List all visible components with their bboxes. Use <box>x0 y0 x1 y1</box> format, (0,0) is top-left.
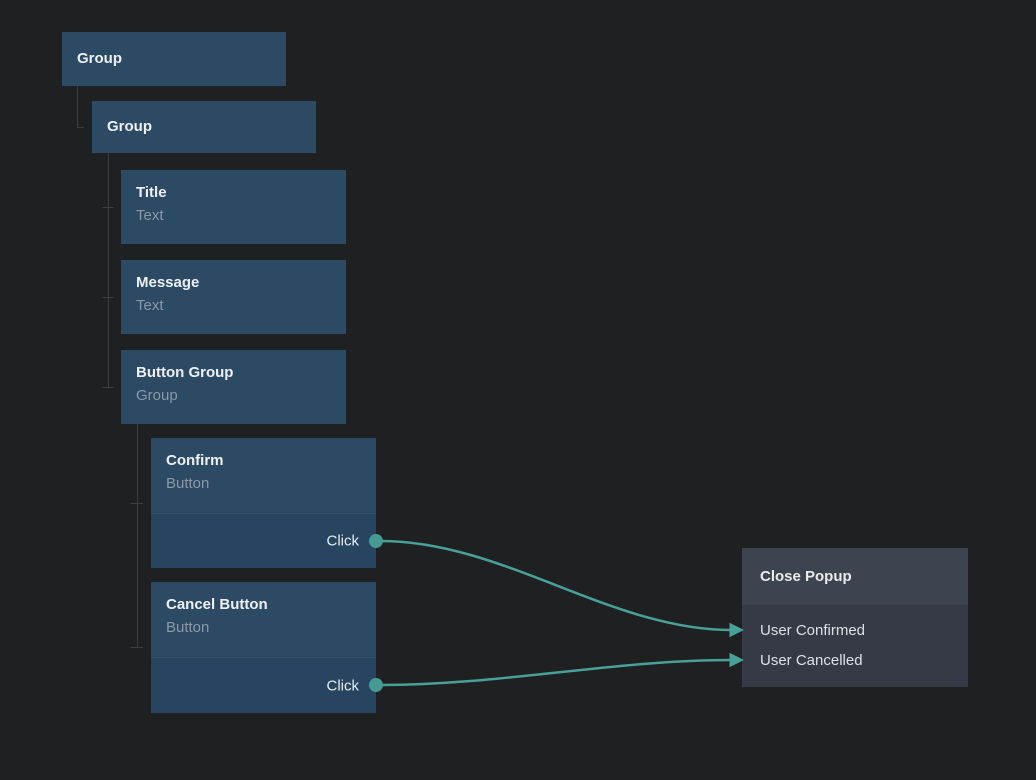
node-title-label: Cancel Button <box>166 596 268 613</box>
click-port-label: Click <box>326 677 360 694</box>
wire-arrowhead-icon <box>729 622 744 638</box>
wire-cancel-click-to-user-cancelled[interactable] <box>380 652 744 687</box>
node-type-label: Group <box>136 387 178 404</box>
node-title-label: Message <box>136 274 200 291</box>
input-row-user-confirmed[interactable]: User Confirmed <box>760 621 866 639</box>
node-title-label: Button Group <box>136 364 234 381</box>
node-type-label: Button <box>166 619 210 636</box>
node-title-label: Confirm <box>166 452 224 469</box>
node-close-popup[interactable]: Close Popup User Confirmed User Cancelle… <box>742 548 968 687</box>
output-port-confirm-click[interactable] <box>369 534 383 548</box>
node-cancel-button[interactable]: Cancel Button Button Click <box>151 582 376 713</box>
node-title-label: Group <box>77 50 122 67</box>
output-port-cancel-click[interactable] <box>369 678 383 692</box>
node-title-label: Group <box>107 118 152 135</box>
node-title[interactable]: Title Text <box>121 170 346 244</box>
node-title-label: Title <box>136 184 167 201</box>
node-cancel-header: Cancel Button Button <box>151 582 376 657</box>
node-confirm[interactable]: Confirm Button Click <box>151 438 376 568</box>
node-group-2[interactable]: Group <box>92 101 316 153</box>
close-popup-header: Close Popup <box>742 548 968 605</box>
node-type-label: Text <box>136 207 164 224</box>
wire-arrowhead-icon <box>729 652 744 668</box>
click-port-row: Click <box>151 513 376 568</box>
node-message[interactable]: Message Text <box>121 260 346 334</box>
wire-confirm-click-to-user-confirmed[interactable] <box>380 539 744 638</box>
node-confirm-header: Confirm Button <box>151 438 376 513</box>
node-type-label: Text <box>136 297 164 314</box>
click-port-label: Click <box>326 532 360 550</box>
close-popup-inputs: User Confirmed User Cancelled <box>742 605 968 675</box>
node-group-1[interactable]: Group <box>62 32 286 86</box>
node-button-group[interactable]: Button Group Group <box>121 350 346 424</box>
click-port-row: Click <box>151 657 376 713</box>
input-row-user-cancelled[interactable]: User Cancelled <box>760 651 863 669</box>
node-type-label: Button <box>166 475 210 492</box>
